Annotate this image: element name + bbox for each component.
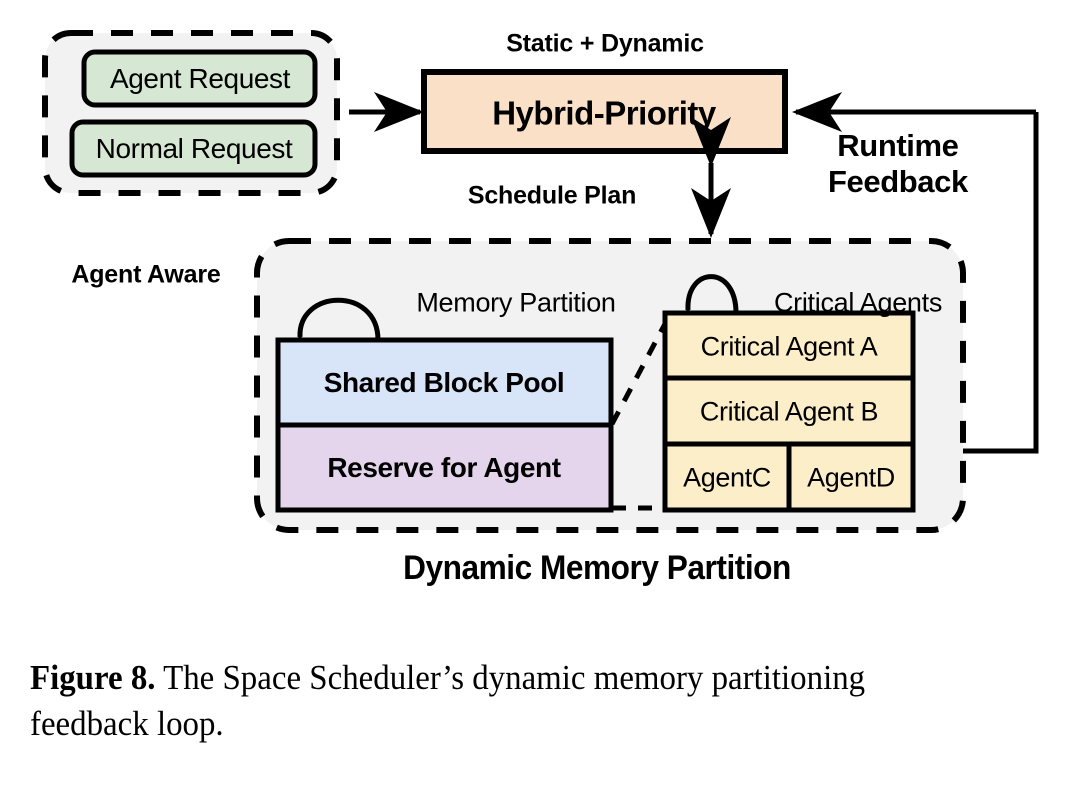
schedule-plan-label: Schedule Plan	[467, 181, 637, 210]
normal-request-box[interactable]	[69, 119, 318, 178]
agent-cell-d-label: AgentD	[807, 462, 895, 493]
normal-request-label: Normal Request	[95, 133, 293, 164]
hybrid-priority-label: Hybrid-Priority	[492, 94, 716, 132]
agent-row-b[interactable]	[662, 375, 916, 447]
figure-caption-text: The Space Scheduler’s dynamic memory par…	[30, 658, 866, 743]
shared-block-pool-label: Shared Block Pool	[323, 367, 565, 398]
critical-agents-loop-arrow	[671, 274, 739, 354]
diagram-canvas: Agent Request Normal Request Static + Dy…	[42, 29, 1039, 587]
memory-partition-loop-label: Memory Partition	[416, 287, 616, 318]
runtime-feedback-line1: Runtime	[837, 128, 959, 163]
static-dynamic-label: Static + Dynamic	[506, 29, 704, 58]
request-group-container	[42, 30, 340, 196]
connector-diagonal-dashed	[609, 320, 669, 426]
reserve-for-agent-label: Reserve for Agent	[327, 452, 561, 483]
dynamic-memory-partition-label: Dynamic Memory Partition	[403, 549, 791, 587]
agent-aware-label: Agent Aware	[71, 260, 221, 289]
memory-partition-loop-arrow	[283, 297, 381, 381]
diagram-svg	[42, 30, 1039, 533]
figure-caption: Figure 8. The Space Scheduler’s dynamic …	[30, 655, 989, 746]
reserve-for-agent-box[interactable]	[275, 422, 614, 513]
critical-agents-loop-label: Critical Agents	[773, 287, 943, 318]
figure-number: Figure 8.	[30, 658, 156, 697]
agent-cell-d[interactable]	[786, 441, 916, 513]
agent-row-a-label: Critical Agent A	[700, 331, 878, 362]
agent-request-label: Agent Request	[109, 63, 291, 94]
agent-row-a[interactable]	[662, 310, 916, 381]
agent-row-b-label: Critical Agent B	[699, 396, 879, 427]
runtime-feedback-label: Runtime Feedback	[828, 128, 968, 199]
agent-cell-c[interactable]	[662, 441, 792, 513]
partition-group-container	[254, 238, 966, 533]
agent-cell-c-label: AgentC	[683, 462, 771, 493]
agent-request-box[interactable]	[81, 49, 318, 108]
runtime-feedback-line2: Feedback	[828, 163, 968, 199]
shared-block-pool-box[interactable]	[275, 337, 614, 428]
